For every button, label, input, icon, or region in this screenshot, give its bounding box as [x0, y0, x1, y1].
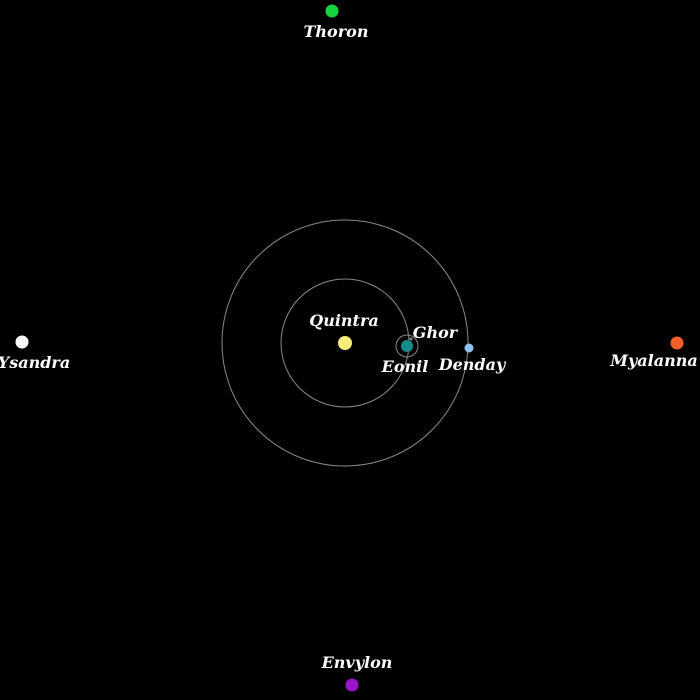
body-thoron[interactable]: Thoron: [304, 4, 369, 42]
body-envylon[interactable]: Envylon: [321, 653, 393, 692]
ghor-label: Ghor: [413, 323, 459, 342]
body-quintra[interactable]: Quintra: [309, 311, 379, 350]
ghor-marker: [409, 337, 413, 341]
envylon-marker: [345, 678, 359, 692]
thoron-label: Thoron: [304, 22, 369, 41]
envylon-label: Envylon: [321, 653, 393, 672]
myalanna-label: Myalanna: [609, 351, 697, 370]
ysandra-marker: [15, 335, 29, 349]
body-denday[interactable]: Denday: [438, 343, 507, 375]
body-ysandra[interactable]: Ysandra: [0, 335, 70, 373]
body-ghor[interactable]: Ghor: [409, 323, 459, 342]
ysandra-label: Ysandra: [0, 353, 70, 372]
eonil-label: Eonil: [381, 357, 429, 376]
thoron-marker: [325, 4, 339, 18]
body-eonil[interactable]: Eonil: [381, 340, 429, 376]
body-myalanna[interactable]: Myalanna: [609, 336, 698, 371]
outer-orbit-ring: [221, 219, 469, 467]
eonil-moon-orbit-ring: [395, 334, 419, 358]
quintra-marker: [338, 336, 352, 350]
denday-label: Denday: [438, 355, 507, 374]
myalanna-marker: [670, 336, 684, 350]
quintra-label: Quintra: [309, 311, 378, 330]
eonil-marker: [401, 340, 413, 352]
denday-marker: [464, 343, 474, 353]
